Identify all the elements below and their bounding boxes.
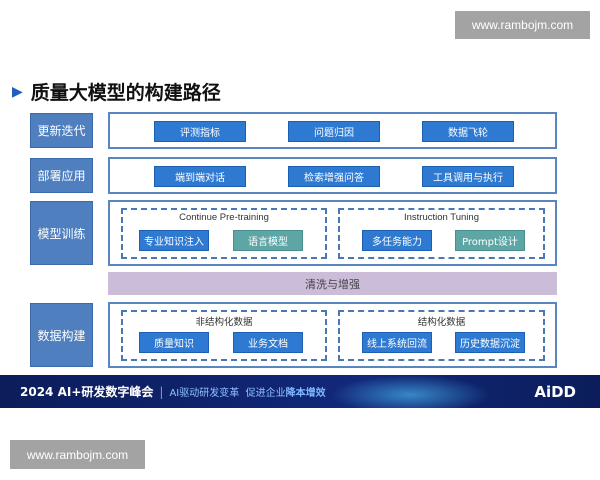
title-text: 质量大模型的构建路径 <box>30 82 221 104</box>
row-deploy: 端到端对话 检索增强问答 工具调用与执行 <box>108 157 557 194</box>
item-knowledge-injection: 专业知识注入 <box>139 230 209 251</box>
cleaning-band: 清洗与增强 <box>108 272 557 295</box>
aidd-logo: AiDD <box>534 382 576 401</box>
slogan: AI驱动研发变革 促进企业 <box>169 388 286 399</box>
row-train: Continue Pre-training 专业知识注入 语言模型 Instru… <box>108 200 557 266</box>
item-tool-use: 工具调用与执行 <box>422 166 514 187</box>
divider: | <box>159 384 164 399</box>
group-pretraining: Continue Pre-training 专业知识注入 语言模型 <box>121 208 327 259</box>
row-data: 非结构化数据 质量知识 业务文档 结构化数据 线上系统回流 历史数据沉淀 <box>108 302 557 368</box>
item-history-data: 历史数据沉淀 <box>455 332 525 353</box>
slogan-highlight: 降本增效 <box>285 388 326 399</box>
item-rag: 检索增强问答 <box>288 166 380 187</box>
label-train: 模型训练 <box>30 201 93 265</box>
label-iterate: 更新迭代 <box>30 113 93 148</box>
row-iterate: 评测指标 问题归因 数据飞轮 <box>108 112 557 149</box>
event-banner: 2024 AI+研发数字峰会 | AI驱动研发变革 促进企业 降本增效 AiDD <box>0 375 600 408</box>
page-title: ▶ 质量大模型的构建路径 <box>12 78 221 105</box>
swirl-decoration <box>330 375 490 408</box>
item-eval-metrics: 评测指标 <box>154 121 246 142</box>
play-arrow-icon: ▶ <box>12 83 23 100</box>
group-title: 非结构化数据 <box>195 317 253 328</box>
item-dialog: 端到端对话 <box>154 166 246 187</box>
label-data: 数据构建 <box>30 303 93 367</box>
group-title: 结构化数据 <box>417 317 466 328</box>
item-multitask: 多任务能力 <box>362 230 432 251</box>
watermark: www.rambojm.com <box>455 11 590 39</box>
event-name: 2024 AI+研发数字峰会 <box>20 385 154 399</box>
group-unstructured: 非结构化数据 质量知识 业务文档 <box>121 310 327 361</box>
group-title: Instruction Tuning <box>404 212 479 223</box>
label-deploy: 部署应用 <box>30 158 93 193</box>
item-online-feedback: 线上系统回流 <box>362 332 432 353</box>
group-title: Continue Pre-training <box>179 212 269 223</box>
item-data-flywheel: 数据飞轮 <box>422 121 514 142</box>
watermark: www.rambojm.com <box>10 440 145 469</box>
item-prompt-design: Prompt设计 <box>455 230 525 251</box>
group-structured: 结构化数据 线上系统回流 历史数据沉淀 <box>338 310 545 361</box>
group-instruction-tuning: Instruction Tuning 多任务能力 Prompt设计 <box>338 208 545 259</box>
item-business-docs: 业务文档 <box>233 332 303 353</box>
item-attribution: 问题归因 <box>288 121 380 142</box>
item-quality-knowledge: 质量知识 <box>139 332 209 353</box>
item-language-model: 语言模型 <box>233 230 303 251</box>
